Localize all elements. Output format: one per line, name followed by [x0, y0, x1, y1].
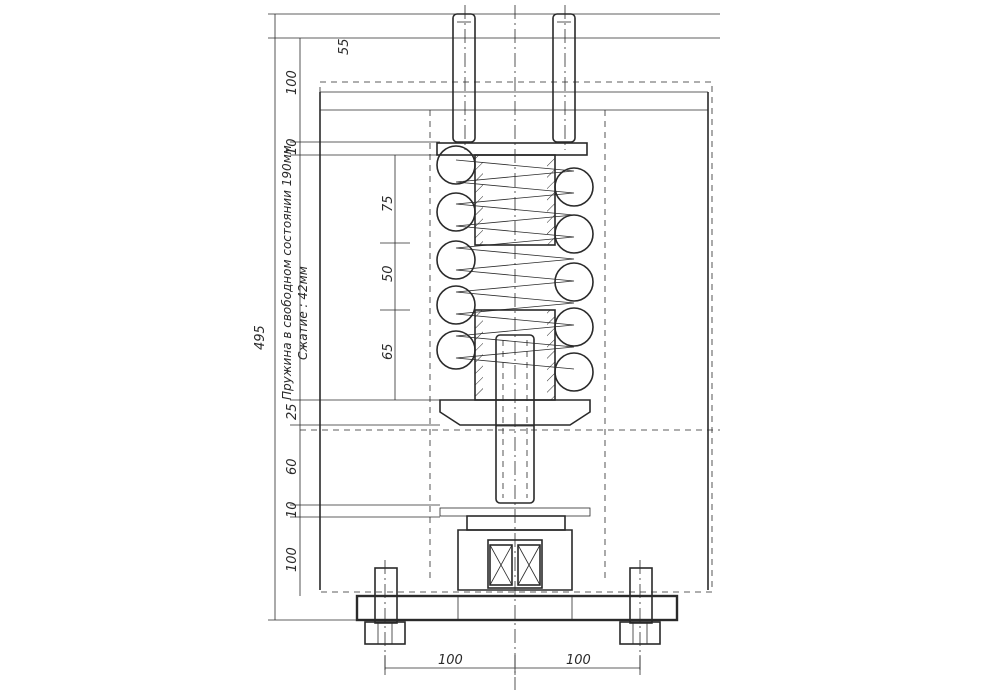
dim-spring-mid: 50	[381, 265, 396, 282]
dim-spring-lower: 65	[381, 343, 396, 360]
dim-plate-lower: 10	[285, 501, 300, 518]
dim-plate-upper: 10	[285, 138, 300, 155]
dim-overall: 495	[253, 325, 268, 350]
coil-left-5	[436, 330, 476, 370]
spring-note-line1: Пружина в свободном состоянии 190мм	[280, 145, 294, 400]
dim-base-block: 100	[285, 547, 300, 572]
dim-base-left: 100	[438, 653, 463, 668]
spring-coils-left	[436, 145, 476, 370]
guide-pin-right	[552, 13, 576, 143]
coil-right-3	[554, 262, 594, 302]
coil-right-1	[554, 167, 594, 207]
coil-right-5	[554, 352, 594, 392]
bolt-left	[364, 567, 406, 645]
upper-plate	[436, 142, 588, 156]
bolt-right	[619, 567, 661, 645]
washer	[439, 399, 591, 427]
coil-right-4	[554, 307, 594, 347]
spring-note-line2: Сжатие : 42мм	[296, 266, 310, 360]
coil-right-2	[554, 214, 594, 254]
upper-spring-cup	[474, 154, 556, 246]
dimension-lines	[268, 13, 720, 675]
outer-housing	[300, 81, 720, 593]
coil-left-3	[436, 240, 476, 280]
dim-washer: 25	[285, 403, 300, 420]
guide-pin-left	[452, 13, 476, 143]
coil-left-2	[436, 192, 476, 232]
dimension-texts: 495 55 100 10 75 50 65 25 60 10 100 100 …	[253, 38, 591, 668]
bearing-housing	[457, 515, 573, 591]
spring-wire	[455, 159, 575, 370]
spring-note: Пружина в свободном состоянии 190мм Сжат…	[280, 145, 310, 400]
dim-base-right: 100	[566, 653, 591, 668]
coil-left-1	[436, 145, 476, 185]
base-plate	[355, 594, 679, 622]
center-lines	[384, 5, 641, 690]
dim-rod: 60	[285, 458, 300, 475]
dim-top-gap: 55	[337, 38, 352, 55]
dim-upper-block: 100	[285, 70, 300, 95]
spring-zigzag	[455, 159, 575, 370]
dim-spring-upper: 75	[381, 195, 396, 212]
coil-left-4	[436, 285, 476, 325]
